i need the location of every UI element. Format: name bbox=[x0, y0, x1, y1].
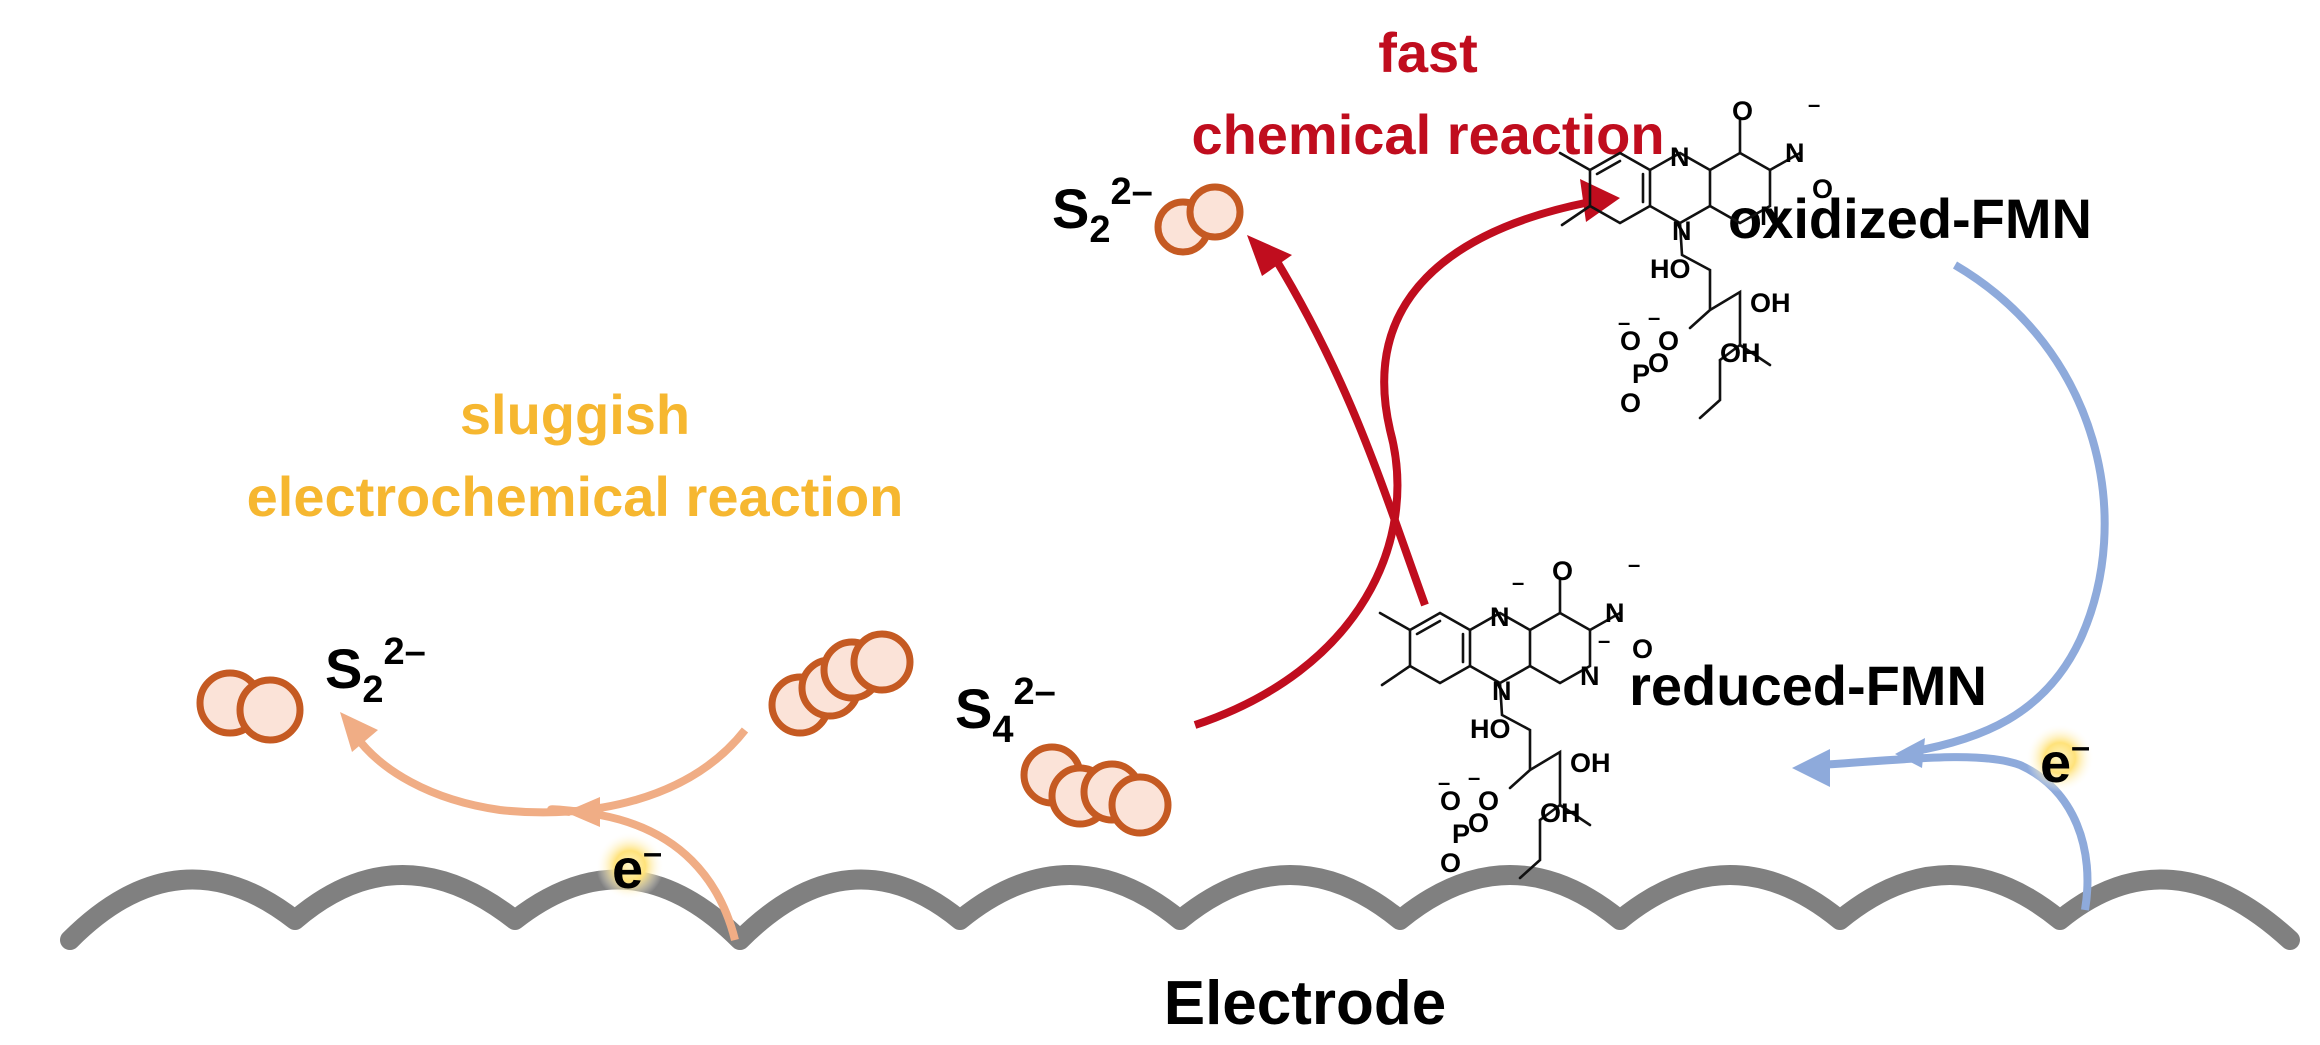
svg-text:N: N bbox=[1672, 216, 1692, 246]
svg-text:–: – bbox=[1618, 310, 1630, 335]
svg-text:N: N bbox=[1580, 661, 1600, 691]
svg-text:O: O bbox=[1552, 556, 1573, 586]
s4-molecule-cluster-left bbox=[768, 630, 914, 737]
svg-text:O: O bbox=[1620, 388, 1641, 418]
sluggish-arrow-from-s4 bbox=[351, 727, 749, 817]
svg-text:HO: HO bbox=[1650, 254, 1691, 284]
electron-right: e– bbox=[2040, 728, 2090, 794]
s2-molecule-top bbox=[1154, 183, 1244, 256]
svg-text:–: – bbox=[1468, 765, 1480, 790]
s2-label-left: S22– bbox=[325, 631, 426, 711]
electron-glow-right bbox=[2026, 724, 2094, 792]
svg-text:O: O bbox=[1468, 808, 1489, 838]
svg-text:P: P bbox=[1632, 359, 1650, 389]
sluggish-arrow-head bbox=[340, 712, 378, 752]
svg-text:O: O bbox=[1620, 326, 1641, 356]
electron-transfer-arrows bbox=[1792, 261, 2109, 911]
blue-arrow-oxidized-head bbox=[1895, 738, 1925, 768]
svg-text:OH: OH bbox=[1540, 798, 1581, 828]
svg-text:O: O bbox=[1632, 634, 1653, 664]
fast-arrow-from-s4-head bbox=[1580, 179, 1620, 222]
fast-reaction-arrows bbox=[1193, 179, 1620, 729]
s4-label: S42– bbox=[955, 671, 1056, 751]
svg-text:O: O bbox=[1812, 174, 1833, 204]
fast-arrow-from-s4 bbox=[1193, 198, 1591, 729]
svg-text:OH: OH bbox=[1750, 288, 1791, 318]
electron-left: e– bbox=[612, 834, 662, 900]
svg-text:–: – bbox=[1628, 552, 1640, 577]
svg-text:HO: HO bbox=[1470, 714, 1511, 744]
svg-text:O: O bbox=[1648, 348, 1669, 378]
svg-text:–: – bbox=[1598, 628, 1610, 653]
svg-text:–: – bbox=[1438, 770, 1450, 795]
svg-text:P: P bbox=[1452, 819, 1470, 849]
svg-text:N: N bbox=[1785, 138, 1805, 168]
svg-text:O: O bbox=[1732, 96, 1753, 126]
svg-text:–: – bbox=[1808, 92, 1820, 117]
oxidized-fmn-label: oxidized-FMN bbox=[1728, 187, 2092, 250]
chemical-reaction-label: chemical reaction bbox=[1191, 103, 1664, 166]
electron-glow-left bbox=[596, 832, 664, 900]
sluggish-reaction-arrows bbox=[340, 712, 749, 941]
sluggish-mid-arrow-head bbox=[565, 797, 600, 827]
svg-text:O: O bbox=[1440, 786, 1461, 816]
blue-arrow-from-electrode bbox=[1819, 753, 2092, 911]
svg-text:O: O bbox=[1440, 848, 1461, 878]
electrode-label: Electrode bbox=[1164, 969, 1447, 1038]
svg-text:N: N bbox=[1670, 142, 1690, 172]
svg-text:N: N bbox=[1492, 676, 1512, 706]
svg-text:O: O bbox=[1658, 326, 1679, 356]
svg-text:–: – bbox=[1648, 305, 1660, 330]
fast-label: fast bbox=[1378, 21, 1478, 84]
reduced-fmn-structure: N – N O N – O N – HO OH OH O O O P – – O bbox=[1378, 552, 1653, 880]
s2-label-top: S22– bbox=[1052, 171, 1153, 251]
fast-arrow-to-s2 bbox=[1266, 247, 1429, 607]
electrode-surface bbox=[60, 865, 2300, 950]
svg-text:OH: OH bbox=[1570, 748, 1611, 778]
fast-arrow-to-s2-head bbox=[1247, 235, 1292, 276]
blue-arrow-oxidized-to-reduced bbox=[1909, 261, 2109, 756]
svg-text:N: N bbox=[1490, 602, 1510, 632]
electrochemical-reaction-label: electrochemical reaction bbox=[247, 465, 904, 528]
svg-text:–: – bbox=[1512, 570, 1524, 595]
sluggish-label: sluggish bbox=[460, 383, 690, 446]
reduced-fmn-label: reduced-FMN bbox=[1629, 654, 1987, 717]
svg-text:N: N bbox=[1760, 201, 1780, 231]
svg-text:OH: OH bbox=[1720, 338, 1761, 368]
svg-text:N: N bbox=[1605, 598, 1625, 628]
blue-arrow-electrode-head bbox=[1792, 749, 1830, 787]
svg-text:O: O bbox=[1478, 786, 1499, 816]
s2-molecule-left bbox=[196, 669, 304, 744]
oxidized-fmn-structure: N N O N – O N HO OH OH O O O P – – O bbox=[1558, 92, 1833, 420]
s4-molecule bbox=[1020, 743, 1172, 837]
sluggish-arrow-from-electrode bbox=[547, 805, 739, 941]
